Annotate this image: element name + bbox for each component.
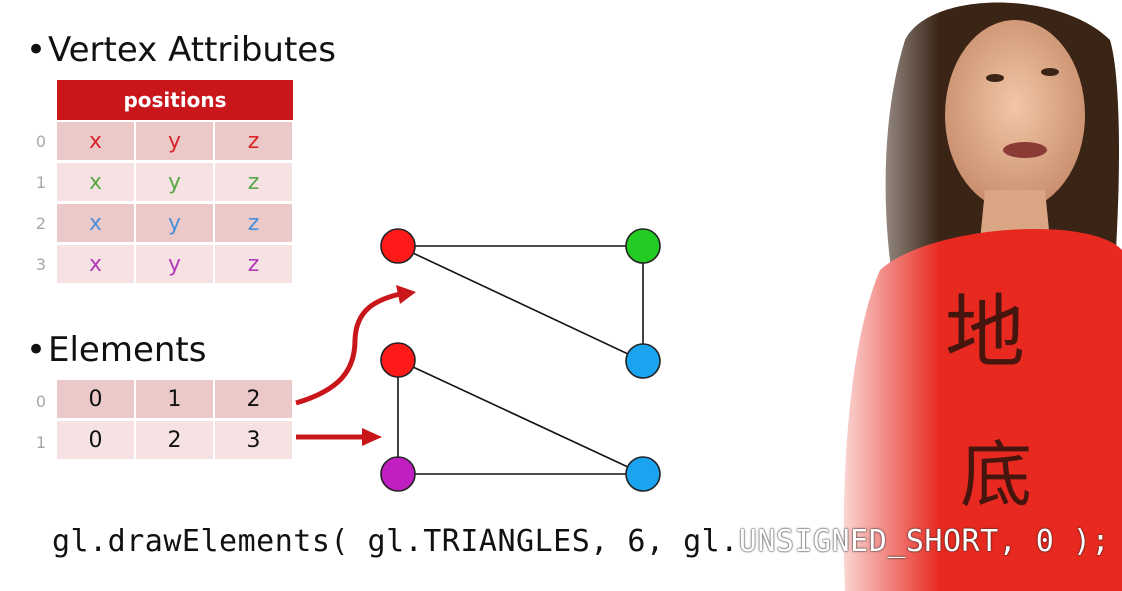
vertex-cell: y bbox=[136, 122, 213, 160]
vertex-cell: z bbox=[215, 122, 292, 160]
vertex-cell: y bbox=[136, 163, 213, 201]
vertex-cell: z bbox=[215, 204, 292, 242]
vertex-bottom-3 bbox=[380, 456, 416, 492]
vertex-index: 1 bbox=[35, 173, 47, 192]
element-cell: 0 bbox=[57, 380, 134, 418]
vertex-cell: x bbox=[57, 163, 134, 201]
svg-text:底: 底 bbox=[960, 433, 1032, 517]
vertex-cell: x bbox=[57, 122, 134, 160]
presenter-face bbox=[945, 20, 1085, 210]
vertex-index: 0 bbox=[35, 132, 47, 151]
vertex-cell: y bbox=[136, 204, 213, 242]
vertex-cell: z bbox=[215, 163, 292, 201]
vertex-cell: x bbox=[57, 245, 134, 283]
vertex-cell: y bbox=[136, 245, 213, 283]
arrow-straight-head-icon bbox=[362, 428, 382, 446]
vertex-bottom-0 bbox=[380, 342, 416, 378]
element-index: 0 bbox=[35, 392, 47, 411]
edge-bottom-0-2 bbox=[397, 359, 644, 475]
positions-header: positions bbox=[57, 80, 293, 120]
vertex-top-2 bbox=[625, 343, 661, 379]
shirt-calligraphy: 地 bbox=[945, 286, 1025, 379]
vertex-index: 3 bbox=[35, 255, 47, 274]
vertex-cell: x bbox=[57, 204, 134, 242]
element-cell: 0 bbox=[57, 421, 134, 459]
element-cell: 2 bbox=[215, 380, 292, 418]
element-cell: 2 bbox=[136, 421, 213, 459]
elements-heading: •Elements bbox=[26, 330, 207, 370]
arrow-curved-icon bbox=[295, 291, 401, 406]
vertex-bottom-2 bbox=[625, 456, 661, 492]
vertex-cell: z bbox=[215, 245, 292, 283]
vertex-top-1 bbox=[625, 228, 661, 264]
vertex-index: 2 bbox=[35, 214, 47, 233]
draw-elements-code: gl.drawElements( gl.TRIANGLES, 6, gl.UNS… bbox=[52, 524, 1111, 559]
element-index: 1 bbox=[35, 433, 47, 452]
vertex-top-0 bbox=[380, 228, 416, 264]
element-cell: 1 bbox=[136, 380, 213, 418]
edge-top-0-2 bbox=[397, 245, 644, 362]
vertex-attributes-heading: •Vertex Attributes bbox=[26, 30, 336, 70]
arrow-curved-head-icon bbox=[396, 285, 416, 304]
element-cell: 3 bbox=[215, 421, 292, 459]
